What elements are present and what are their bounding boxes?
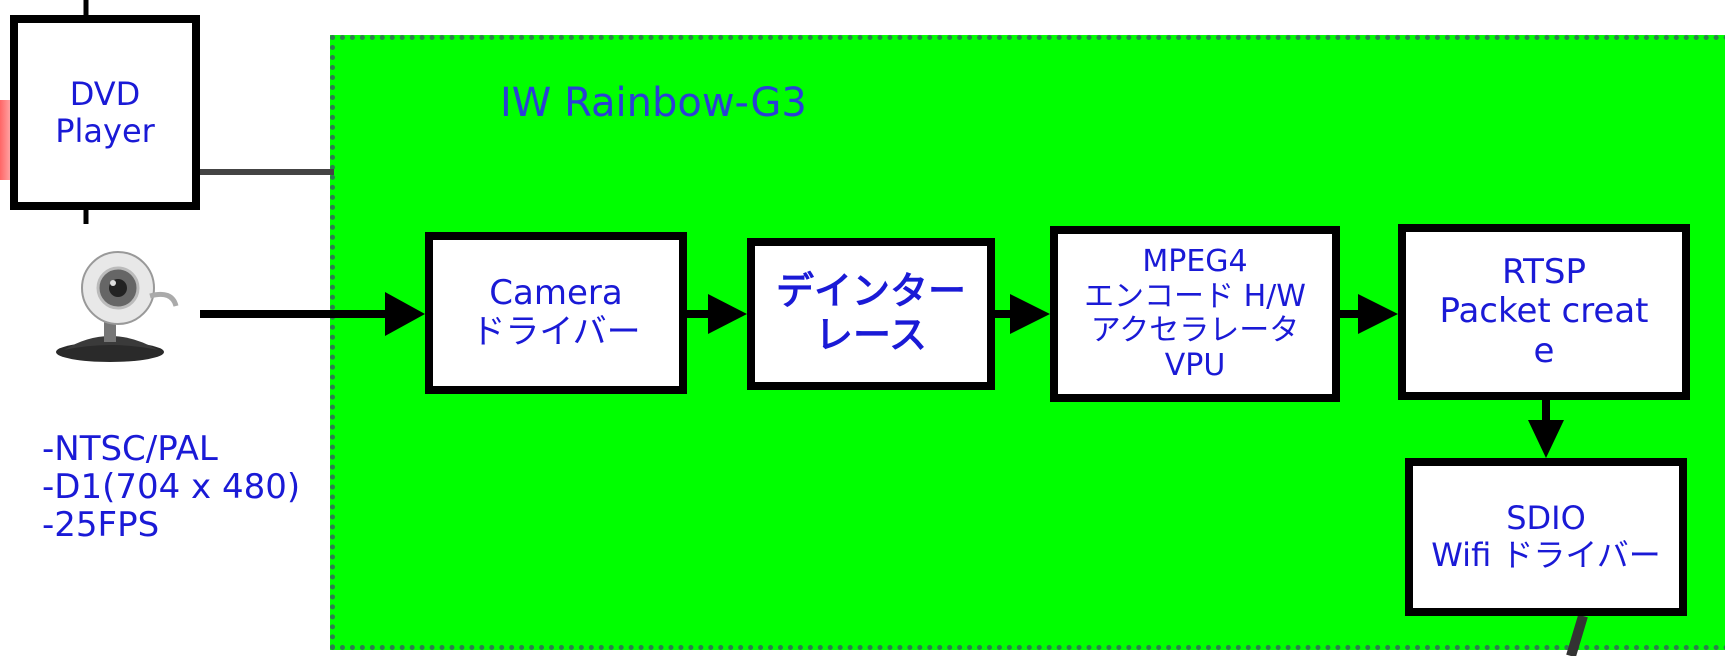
mpeg4-line3: アクセラレータ <box>1090 313 1300 348</box>
deinterlace-block: デインター レース <box>747 238 995 390</box>
arrow-to-sdio <box>1528 420 1564 458</box>
camera-spec-format: -NTSC/PAL <box>42 429 218 469</box>
sdio-line2: Wifi ドライバー <box>1431 536 1661 574</box>
camera-driver-line2: ドライバー <box>471 312 641 352</box>
rtsp-line2: Packet creat <box>1439 291 1649 332</box>
deinterlace-line2: レース <box>814 313 928 357</box>
mpeg4-line2: エンコード H/W <box>1084 278 1306 314</box>
arrow-to-mpeg4 <box>1010 294 1050 334</box>
rtsp-line1: RTSP <box>1501 252 1586 293</box>
arrow-to-camera-driver <box>385 292 425 336</box>
dvd-player-block: DVD Player <box>10 15 200 210</box>
rtsp-packet-block: RTSP Packet creat e <box>1398 224 1690 400</box>
arrow-to-deinterlace <box>708 294 747 334</box>
sdio-out-line <box>1566 614 1588 656</box>
mpeg4-line1: MPEG4 <box>1142 244 1248 279</box>
mpeg4-encoder-block: MPEG4 エンコード H/W アクセラレータ VPU <box>1050 226 1340 402</box>
camera-driver-block: Camera ドライバー <box>425 232 687 394</box>
board-title: IW Rainbow-G3 <box>500 80 807 126</box>
sdio-line1: SDIO <box>1506 499 1586 538</box>
sdio-wifi-block: SDIO Wifi ドライバー <box>1405 458 1687 616</box>
arrow-to-rtsp <box>1358 294 1398 334</box>
dvd-line1: DVD <box>69 74 141 113</box>
dvd-line2: Player <box>55 111 155 150</box>
camera-spec-resolution: -D1(704 x 480) <box>42 467 301 507</box>
camera-driver-line1: Camera <box>489 272 623 313</box>
camera-spec-list: -NTSC/PAL -D1(704 x 480) -25FPS <box>42 430 300 544</box>
deinterlace-line1: デインター <box>775 269 966 314</box>
camera-spec-fps: -25FPS <box>42 505 160 545</box>
mpeg4-line4: VPU <box>1164 347 1226 383</box>
webcam-icon <box>56 251 179 362</box>
rtsp-line3: e <box>1533 330 1555 371</box>
